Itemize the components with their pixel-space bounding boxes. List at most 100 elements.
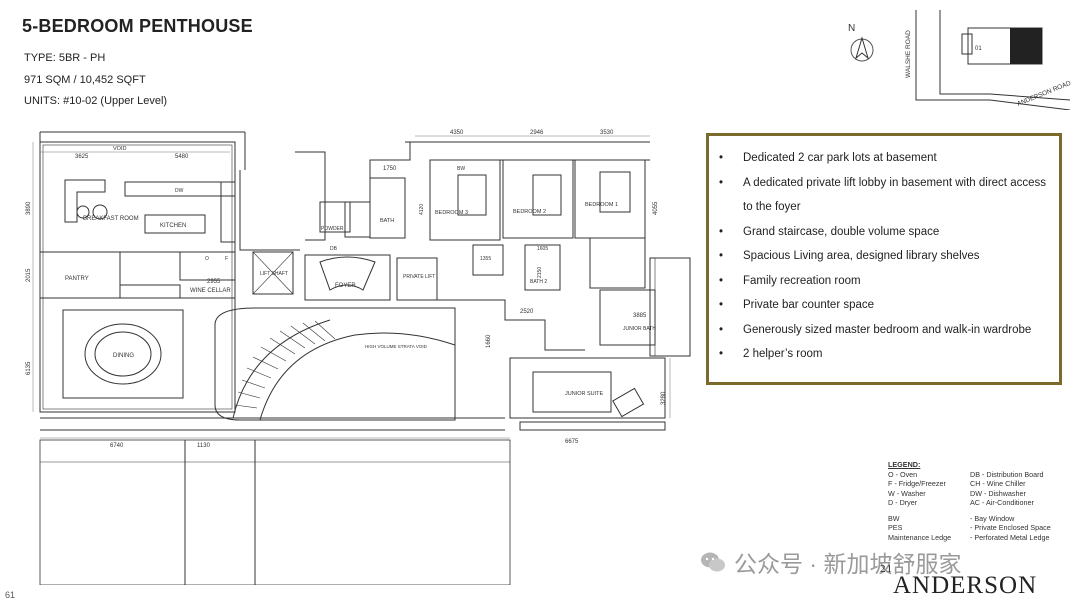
label-dw: DW: [175, 188, 184, 194]
bullet: •: [719, 348, 724, 360]
dim-1605: 1605: [537, 246, 548, 252]
room-bedroom2: BEDROOM 2: [513, 209, 546, 215]
room-breakfast: BREAKFAST ROOM: [83, 216, 139, 222]
legend-key: W - Washer: [888, 488, 926, 498]
room-bedroom1: BEDROOM 1: [585, 202, 618, 208]
feature-item: • A dedicated private lift lobby in basem…: [717, 171, 1051, 220]
dim-3890: 3890: [26, 201, 32, 215]
room-foyer: FOYER: [335, 283, 356, 289]
legend-key: F - Fridge/Freezer: [888, 479, 946, 488]
feature-item: •Grand staircase, double volume space: [717, 220, 1051, 245]
dim-2946: 2946: [530, 130, 544, 136]
unit-area: 971 SQM / 10,452 SQFT: [24, 74, 146, 86]
room-bath: BATH: [380, 218, 394, 224]
room-junior-bath: JUNIOR BATH: [623, 326, 656, 332]
watermark-text: 公众号 · 新加坡舒服家: [734, 551, 962, 577]
brand-number: 21: [880, 562, 893, 575]
dim-1660: 1660: [486, 334, 492, 348]
feature-text: Private bar counter space: [743, 299, 875, 311]
feature-item: •2 helper’s room: [717, 342, 1051, 367]
feature-text: A dedicated private lift lobby in baseme…: [743, 176, 1046, 214]
feature-text: Dedicated 2 car park lots at basement: [743, 152, 937, 164]
legend-key: Maintenance Ledge: [888, 532, 952, 542]
legend-key: PES: [888, 523, 903, 532]
label-bw: BW: [457, 166, 465, 172]
room-dining: DINING: [113, 353, 134, 359]
bullet: •: [719, 152, 724, 164]
bullet: •: [719, 299, 724, 311]
room-powder: POWDER: [321, 226, 344, 232]
room-pantry: PANTRY: [65, 276, 89, 282]
feature-item: • Private bar counter space: [717, 293, 1051, 318]
features-box: • Dedicated 2 car park lots at basement •…: [706, 133, 1062, 385]
legend-key: D - Dryer: [888, 498, 918, 507]
legend-key: - Perforated Metal Ledge: [970, 532, 1050, 542]
room-junior-suite: JUNIOR SUITE: [565, 391, 604, 397]
dim-1130: 1130: [197, 443, 211, 449]
floor-plan: BREAKFAST ROOM KITCHEN PANTRY WINE CELLA…: [26, 130, 691, 585]
north-label: N: [848, 23, 855, 34]
dim-1750: 1750: [383, 166, 397, 172]
legend-key: - Private Enclosed Space: [970, 523, 1051, 532]
label-o: O: [205, 256, 209, 262]
dim-1355: 1355: [480, 256, 491, 262]
room-bedroom3: BEDROOM 3: [435, 210, 468, 216]
legend-key: O - Oven: [888, 469, 918, 479]
legend-key: DW - Dishwasher: [970, 488, 1026, 498]
legend-row: W - Washer DW - Dishwasher: [888, 489, 1068, 499]
dim-2015: 2015: [26, 268, 32, 282]
bullet: •: [719, 250, 724, 262]
bullet: •: [719, 323, 724, 336]
room-lift-shaft: LIFT SHAFT: [260, 271, 288, 277]
label-db: DB: [330, 246, 338, 252]
legend-key: DB - Distribution Board: [970, 469, 1044, 479]
unit-type: TYPE: 5BR - PH: [24, 52, 106, 64]
legend-row: F - Fridge/Freezer CH - Wine Chiller: [888, 479, 1068, 489]
key-plan: N WALSHE ROAD ANDERSON ROAD 01: [848, 10, 1072, 110]
legend-row: BW- Bay Window: [888, 514, 1068, 524]
feature-text: Family recreation room: [743, 274, 861, 287]
label-f: F: [225, 256, 228, 262]
legend-row: Maintenance Ledge - Perforated Metal Ledg…: [888, 533, 1068, 543]
legend-heading: LEGEND:: [888, 460, 921, 469]
feature-text: Spacious Living area, designed library s…: [743, 250, 980, 262]
legend-row: D - Dryer AC - Air-Conditioner: [888, 498, 1068, 508]
feature-text: Generously sized master bedroom and walk…: [743, 323, 1032, 336]
bullet: •: [719, 274, 724, 287]
dim-3530: 3530: [600, 130, 614, 136]
dim-6675: 6675: [565, 439, 579, 445]
dim-4350: 4350: [450, 130, 464, 136]
legend-row: O - Oven DB - Distribution Board: [888, 470, 1068, 480]
dim-3885: 3885: [633, 313, 647, 319]
legend-key: CH - Wine Chiller: [970, 479, 1026, 488]
dim-6740: 6740: [110, 443, 124, 449]
room-kitchen: KITCHEN: [160, 223, 186, 229]
block-label: 01: [975, 46, 982, 52]
watermark: 公众号 · 新加坡舒服家: [700, 545, 961, 579]
feature-item: • Spacious Living area, designed library …: [717, 244, 1051, 269]
anderson-road-label: ANDERSON ROAD: [1016, 80, 1072, 108]
room-bath2: BATH 2: [530, 279, 547, 285]
legend-row: PES - Private Enclosed Space: [888, 523, 1068, 533]
wechat-icon: [701, 552, 725, 572]
feature-item: • Family recreation room: [717, 269, 1051, 294]
brand-name: ANDERSON: [893, 572, 1038, 599]
legend-key: AC - Air-Conditioner: [970, 498, 1034, 507]
dim-2520: 2520: [520, 309, 534, 315]
feature-text: Grand staircase, double volume space: [743, 225, 940, 238]
room-private-lift: PRIVATE LIFT: [403, 274, 435, 280]
brand-logo: 21ANDERSON: [880, 563, 1038, 600]
feature-item: • Dedicated 2 car park lots at basement: [717, 146, 1051, 171]
room-wine-cellar: WINE CELLAR: [190, 288, 231, 294]
label-void: VOID: [113, 146, 126, 152]
features-list: • Dedicated 2 car park lots at basement •…: [717, 146, 1051, 367]
walshe-road-label: WALSHE ROAD: [905, 30, 912, 78]
unit-numbers: UNITS: #10-02 (Upper Level): [24, 95, 168, 107]
legend-key: - Bay Window: [970, 513, 1015, 523]
bullet: •: [719, 176, 724, 189]
dim-6135: 6135: [26, 361, 32, 375]
dim-3625: 3625: [75, 154, 89, 160]
north-arrow-icon: N: [848, 23, 874, 62]
dim-4055: 4055: [653, 201, 659, 215]
